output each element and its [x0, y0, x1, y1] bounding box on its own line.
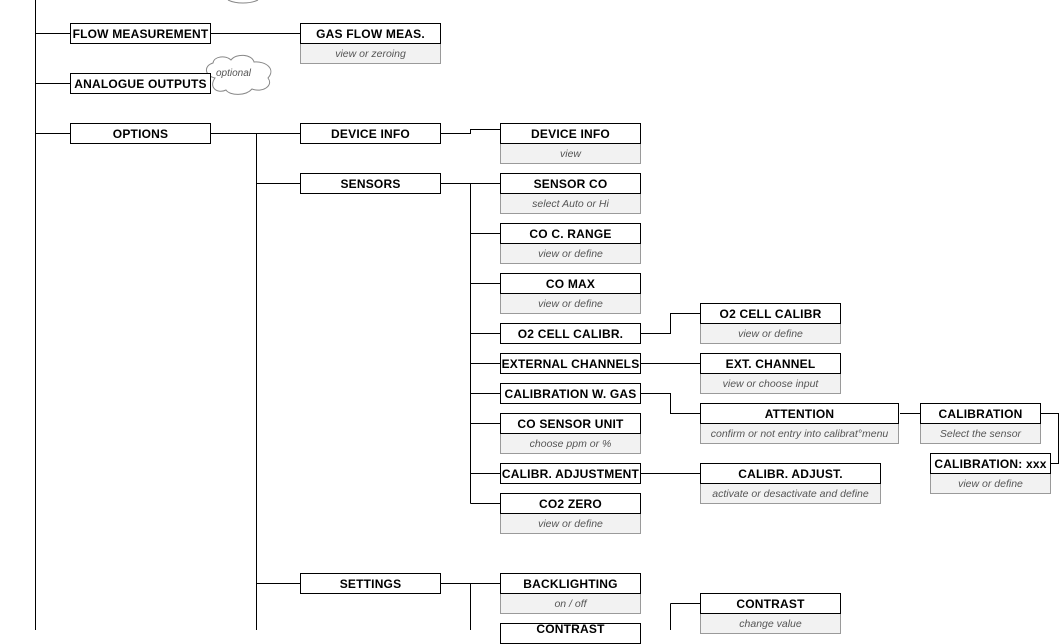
node-contrast-desc: change value	[700, 614, 841, 634]
node-attention: ATTENTION	[700, 403, 899, 424]
node-o2-cell-calibr-detail: O2 CELL CALIBR	[700, 303, 841, 324]
node-ext-channel: EXT. CHANNEL	[700, 353, 841, 374]
node-co-c-range-desc: view or define	[500, 244, 641, 264]
node-co2-zero: CO2 ZERO	[500, 493, 641, 514]
node-sensor-co: SENSOR CO	[500, 173, 641, 194]
node-o2-cell-calibr: O2 CELL CALIBR.	[500, 323, 641, 344]
node-device-info-detail: DEVICE INFO	[500, 123, 641, 144]
node-contrast: CONTRAST	[700, 593, 841, 614]
node-calibration-xxx-desc: view or define	[930, 474, 1051, 494]
node-device-info-detail-desc: view	[500, 144, 641, 164]
node-ext-channel-desc: view or choose input	[700, 374, 841, 394]
node-co-max: CO MAX	[500, 273, 641, 294]
node-calibration-w-gas: CALIBRATION W. GAS	[500, 383, 641, 404]
node-backlighting: BACKLIGHTING	[500, 573, 641, 594]
node-o2-cell-calibr-detail-desc: view or define	[700, 324, 841, 344]
node-calibration: CALIBRATION	[920, 403, 1041, 424]
node-calibration-desc: Select the sensor	[920, 424, 1041, 444]
cloud-fragment	[227, 0, 259, 4]
optional-note: optional	[216, 68, 252, 79]
node-calibr-adjustment: CALIBR. ADJUSTMENT	[500, 463, 641, 484]
node-co-sensor-unit: CO SENSOR UNIT	[500, 413, 641, 434]
node-contrast-partial: CONTRAST	[500, 623, 641, 644]
node-calibr-adjust-desc: activate or desactivate and define	[700, 484, 881, 504]
node-calibration-xxx: CALIBRATION: xxx	[930, 453, 1051, 474]
node-options: OPTIONS	[70, 123, 211, 144]
node-settings: SETTINGS	[300, 573, 441, 594]
node-external-channels: EXTERNAL CHANNELS	[500, 353, 641, 374]
node-attention-desc: confirm or not entry into calibrat°menu	[700, 424, 899, 444]
node-co2-zero-desc: view or define	[500, 514, 641, 534]
node-gas-flow-meas: GAS FLOW MEAS.	[300, 23, 441, 44]
node-analogue-outputs: ANALOGUE OUTPUTS	[70, 73, 211, 94]
node-co-c-range: CO C. RANGE	[500, 223, 641, 244]
optional-cloud	[206, 54, 272, 95]
connector-lines	[35, 0, 1059, 630]
node-gas-flow-meas-desc: view or zeroing	[300, 44, 441, 64]
node-flow-measurement: FLOW MEASUREMENT	[70, 23, 211, 44]
node-co-max-desc: view or define	[500, 294, 641, 314]
node-sensor-co-desc: select Auto or Hi	[500, 194, 641, 214]
node-device-info: DEVICE INFO	[300, 123, 441, 144]
node-sensors: SENSORS	[300, 173, 441, 194]
node-co-sensor-unit-desc: choose ppm or %	[500, 434, 641, 454]
node-calibr-adjust: CALIBR. ADJUST.	[700, 463, 881, 484]
node-backlighting-desc: on / off	[500, 594, 641, 614]
